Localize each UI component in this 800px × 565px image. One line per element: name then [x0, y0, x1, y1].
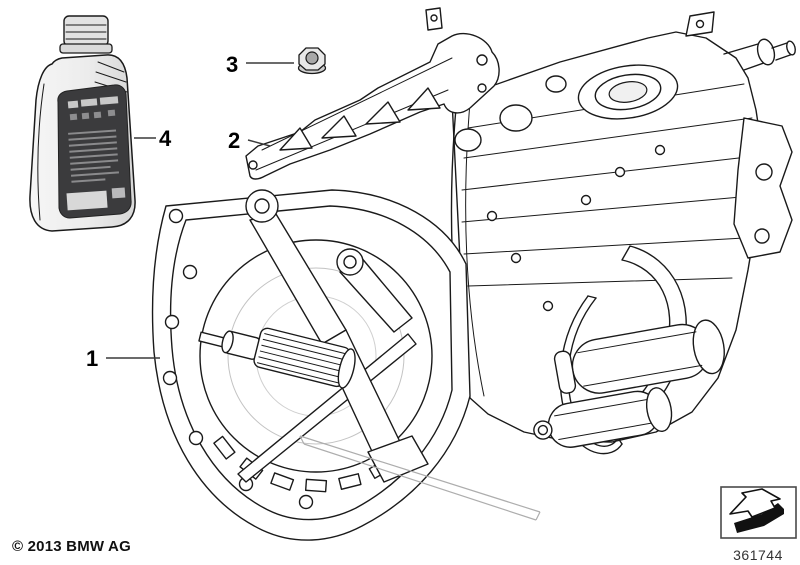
- guide-rails: [299, 435, 541, 521]
- callouts: 1 2 3 4: [86, 52, 294, 371]
- bell-housing: [151, 189, 541, 541]
- diagram-id-plate: 361744: [716, 485, 800, 563]
- gearbox-drawing: [151, 11, 796, 541]
- output-shaft: [685, 11, 796, 71]
- diagram-number: 361744: [733, 547, 783, 563]
- copyright-text: © 2013 BMW AG: [12, 538, 131, 555]
- actuator-cylinder-upper: [553, 319, 725, 394]
- bottle-cap: [63, 15, 109, 47]
- page-flip-arrow-icon[interactable]: [718, 485, 798, 541]
- end-mounting-flange: [733, 117, 793, 259]
- callout-4-label[interactable]: 4: [159, 126, 172, 151]
- actuator-cylinder-lower: [533, 387, 673, 448]
- callout-3-label[interactable]: 3: [226, 52, 238, 77]
- hex-nut-drawing: [297, 47, 327, 75]
- input-shaft: [198, 327, 356, 389]
- bracket-cutouts: [279, 87, 441, 151]
- shift-cover: [577, 64, 679, 120]
- callout-2-label[interactable]: 2: [228, 128, 240, 153]
- callout-2-leader: [247, 139, 271, 147]
- bottle-label: [57, 84, 132, 219]
- flange-bolt-holes: [162, 200, 314, 510]
- callout-1-label[interactable]: 1: [86, 346, 98, 371]
- heat-shield-bracket-drawing: [245, 7, 500, 180]
- oil-bottle-drawing: [29, 15, 136, 232]
- case-bolts: [486, 144, 666, 312]
